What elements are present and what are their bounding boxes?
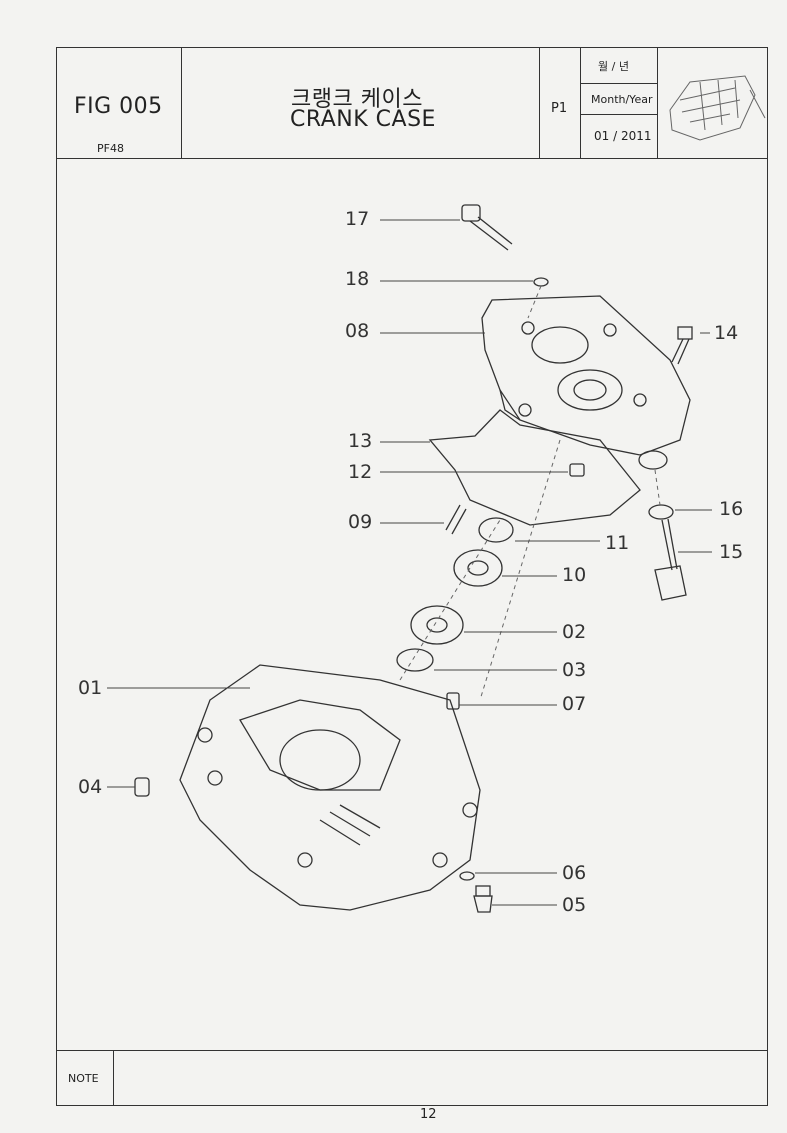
month-year-korean: 월 / 년 <box>598 60 629 73</box>
header-col-divider-3 <box>580 47 581 159</box>
callout-05: 05 <box>562 894 587 916</box>
note-label: NOTE <box>68 1072 99 1085</box>
callout-02: 02 <box>562 621 587 643</box>
month-year-english: Month/Year <box>591 93 653 106</box>
callout-17: 17 <box>345 208 370 230</box>
callout-18: 18 <box>345 268 370 290</box>
callout-09: 09 <box>348 511 373 533</box>
callout-06: 06 <box>562 862 587 884</box>
title-english: CRANK CASE <box>290 107 436 132</box>
page-number: 12 <box>420 1107 437 1122</box>
callout-01: 01 <box>78 677 103 699</box>
callout-04: 04 <box>78 776 103 798</box>
note-col-divider <box>113 1050 114 1106</box>
header-col-divider-4 <box>657 47 658 159</box>
callout-12: 12 <box>348 461 373 483</box>
page-code: P1 <box>551 101 568 116</box>
callout-13: 13 <box>348 430 373 452</box>
header-divider <box>56 158 768 159</box>
callout-11: 11 <box>605 532 630 554</box>
header-col-divider-1 <box>181 47 182 159</box>
model-code: PF48 <box>97 142 124 155</box>
date-row-divider-2 <box>580 114 657 115</box>
callout-08: 08 <box>345 320 370 342</box>
revision-date: 01 / 2011 <box>594 129 652 143</box>
date-row-divider-1 <box>580 83 657 84</box>
callout-14: 14 <box>714 322 739 344</box>
callout-07: 07 <box>562 693 587 715</box>
page-frame <box>56 47 768 1106</box>
figure-label: FIG 005 <box>74 94 163 119</box>
callout-15: 15 <box>719 541 744 563</box>
callout-10: 10 <box>562 564 587 586</box>
title-korean: 크랭크 케이스 <box>291 87 423 112</box>
callout-16: 16 <box>719 498 744 520</box>
header-col-divider-2 <box>539 47 540 159</box>
note-divider <box>56 1050 768 1051</box>
callout-03: 03 <box>562 659 587 681</box>
